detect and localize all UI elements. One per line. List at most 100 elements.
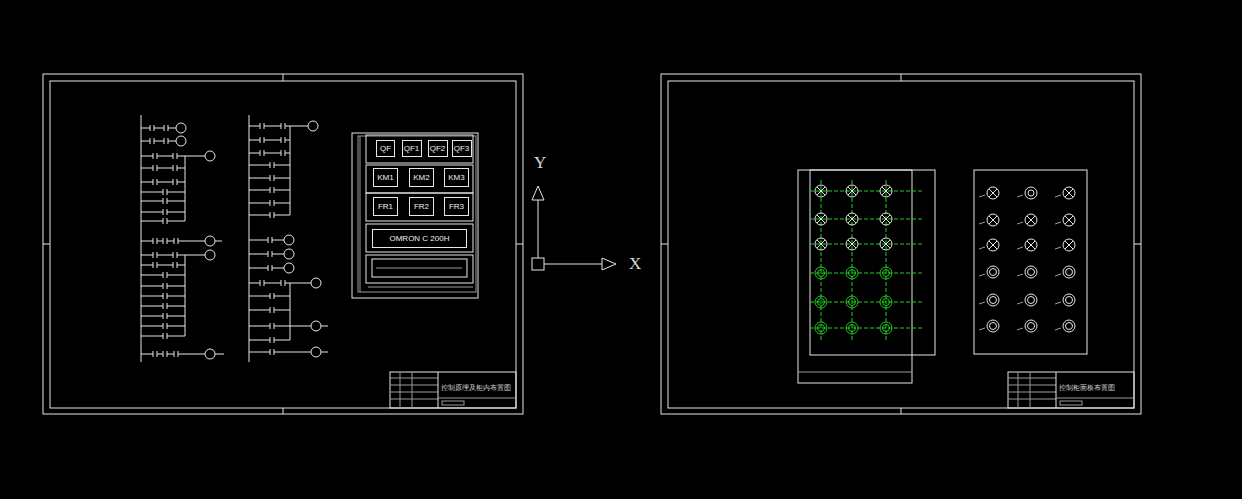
leader-line [1017, 274, 1023, 276]
rung-wire [249, 140, 260, 141]
rung-wire [249, 310, 270, 311]
leader-line [979, 274, 985, 276]
panel-device [880, 322, 892, 334]
panel-device [880, 296, 892, 308]
rung-wire [177, 255, 205, 256]
panel-device [987, 266, 999, 278]
contact-symbol [270, 293, 271, 299]
mounting-rail [366, 255, 473, 283]
contact-symbol [153, 153, 154, 159]
rung-wire [274, 178, 290, 179]
title-grid [1018, 372, 1019, 408]
center-line [821, 180, 822, 340]
lamp-cross [882, 215, 890, 223]
contact-symbol [270, 175, 271, 181]
lamp-cross [848, 187, 856, 195]
component-tag: FR1 [378, 203, 393, 211]
lamp-cross [882, 187, 890, 195]
contact-symbol [270, 349, 271, 355]
rung-wire [141, 156, 153, 157]
leader-line [979, 247, 985, 249]
panel-device [815, 296, 827, 308]
branch-wire [185, 255, 186, 336]
contact-symbol [274, 349, 275, 355]
panel-device [815, 267, 827, 279]
lamp-cross [1065, 241, 1073, 249]
contact-symbol [163, 323, 164, 329]
button-inner [1028, 269, 1035, 276]
rung-wire [157, 241, 163, 242]
panel-device [987, 294, 999, 306]
rung-wire [157, 168, 173, 169]
contact-symbol [281, 150, 282, 156]
coil-symbol [308, 121, 318, 131]
component-tag: QF [380, 145, 391, 153]
button-inner [818, 325, 825, 332]
center-line [886, 180, 887, 340]
contact-symbol [270, 323, 271, 329]
contact-symbol [167, 272, 168, 278]
terminal-block [372, 259, 467, 277]
contact-symbol [177, 165, 178, 171]
panel-device [846, 238, 858, 250]
title-field [1060, 401, 1082, 405]
rung-wire [249, 153, 260, 154]
contact-symbol [174, 238, 175, 244]
contact-symbol [268, 265, 269, 271]
rung-wire [249, 326, 270, 327]
rung-wire [177, 182, 185, 183]
panel-device [846, 213, 858, 225]
mounting-rail [366, 224, 473, 252]
rung-wire [272, 240, 284, 241]
rung-wire [141, 182, 153, 183]
panel-device [987, 320, 999, 332]
lamp-cross [1065, 189, 1073, 197]
lamp-cross [882, 240, 890, 248]
center-mark [283, 408, 284, 414]
title-block [390, 372, 516, 408]
panel-device [1025, 214, 1037, 226]
rung-wire [274, 296, 290, 297]
contact-symbol [163, 238, 164, 244]
rung-wire [167, 354, 174, 355]
contact-symbol [164, 125, 165, 131]
component-box: QF3 [452, 140, 472, 157]
contact-symbol [268, 251, 269, 257]
rung-wire [274, 190, 290, 191]
panel-device [1063, 320, 1075, 332]
panel-device [846, 322, 858, 334]
rung-wire [168, 141, 176, 142]
title-grid [390, 392, 438, 393]
component-tag: OMRON C 200H [389, 235, 449, 243]
component-box: KM2 [409, 168, 434, 187]
button-inner [849, 325, 856, 332]
panel-device [1025, 239, 1037, 251]
contact-symbol [264, 137, 265, 143]
rung-wire [249, 178, 270, 179]
contact-symbol [167, 303, 168, 309]
coil-symbol [176, 136, 186, 146]
rung-wire [141, 192, 163, 193]
rung-wire [274, 203, 290, 204]
title-grid [1008, 385, 1056, 386]
lamp-cross [882, 187, 890, 195]
button-inner [990, 323, 997, 330]
rung-wire [167, 212, 185, 213]
contact-symbol [163, 313, 164, 319]
contact-symbol [157, 252, 158, 258]
rung-wire [249, 215, 270, 216]
contact-symbol [268, 237, 269, 243]
panel-device [846, 185, 858, 197]
component-box: FR3 [444, 197, 469, 216]
contact-symbol [177, 179, 178, 185]
title-block [1008, 372, 1134, 408]
contact-symbol [274, 162, 275, 168]
leader-line [979, 302, 985, 304]
contact-symbol [163, 218, 164, 224]
panel-device [815, 213, 827, 225]
panel-device [1025, 320, 1037, 332]
button-inner [849, 299, 856, 306]
dimension-line [368, 287, 473, 288]
rung-wire [272, 254, 284, 255]
contact-symbol [163, 293, 164, 299]
